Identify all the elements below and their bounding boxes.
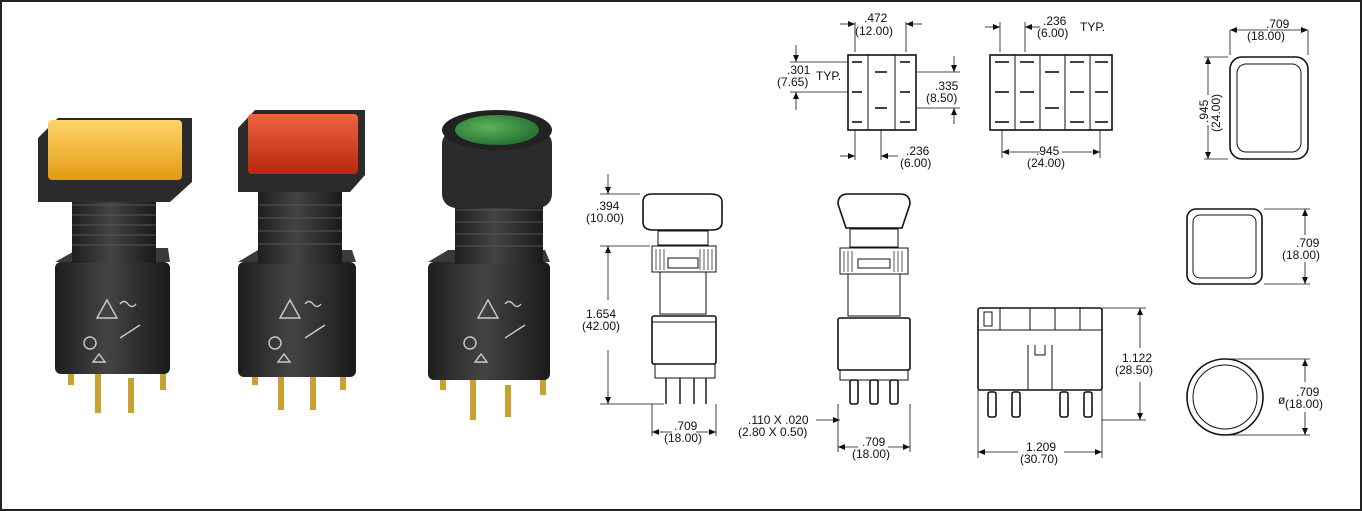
- dim-side-w-mm: (18.00): [852, 447, 890, 461]
- rect-cap-view: [1204, 27, 1309, 160]
- switch-photo-red: [238, 110, 365, 410]
- front-elevation: [600, 174, 723, 436]
- dim-round-cap-mm: (18.00): [1285, 397, 1323, 411]
- dim-side-w-in: .709: [862, 435, 886, 449]
- dim-typ-gap-in: .236: [1043, 14, 1067, 28]
- dim-cap-h-mm: (24.00): [1209, 94, 1223, 132]
- switch-photo-green: [428, 110, 552, 420]
- pcb-layout-extended: [985, 22, 1113, 158]
- dim-front-w-in: .709: [674, 419, 698, 433]
- dim-sq-cap-in: .709: [1296, 236, 1320, 250]
- switch-photo-amber: [38, 118, 192, 413]
- dim-pitch-in: .301: [787, 63, 811, 77]
- dim-top-width-in: .472: [864, 11, 888, 25]
- dim-pitch-suffix: TYP.: [816, 69, 841, 83]
- dim-terminal-mm: (2.80 X 0.50): [738, 425, 807, 439]
- dim-terminal-in: .110 X .020: [748, 413, 809, 427]
- dim-height-mm: (42.00): [582, 319, 620, 333]
- dim-pin-gap-in: .236: [906, 144, 930, 158]
- dim-height-in: 1.654: [586, 307, 616, 321]
- dim-round-cap-in: .709: [1296, 385, 1320, 399]
- dim-pin-row-in: .335: [935, 79, 959, 93]
- dim-cap-top-mm: (10.00): [586, 211, 624, 225]
- square-cap-view: [1186, 208, 1310, 285]
- dim-sq-cap-mm: (18.00): [1282, 248, 1320, 262]
- dim-cap-top-in: .394: [596, 199, 620, 213]
- dim-pin-row-mm: (8.50): [926, 91, 957, 105]
- side-elevation: [816, 193, 911, 452]
- dim-top-width-mm: (12.00): [855, 24, 893, 38]
- dim-typ-gap-mm: (6.00): [1037, 26, 1068, 40]
- dim-cap-w-mm: (18.00): [1247, 29, 1285, 43]
- dim-pin-gap-mm: (6.00): [900, 156, 931, 170]
- dimension-labels: .472 (12.00) .301 (7.65) TYP. .335 (8.50…: [582, 11, 1323, 466]
- base-elevation: [977, 307, 1146, 458]
- dim-body-len-in: .945: [1036, 144, 1060, 158]
- dim-round-symbol: ø: [1278, 393, 1286, 407]
- dim-base-w-in: 1.209: [1026, 440, 1056, 454]
- dim-front-w-mm: (18.00): [664, 431, 702, 445]
- dim-body-len-mm: (24.00): [1027, 156, 1065, 170]
- dim-pitch-mm: (7.65): [777, 75, 808, 89]
- dim-base-w-mm: (30.70): [1020, 452, 1058, 466]
- dim-base-h-mm: (28.50): [1115, 363, 1153, 377]
- dim-cap-h-in: .945: [1197, 99, 1211, 123]
- dim-typ-gap-suffix: TYP.: [1080, 20, 1105, 34]
- dim-cap-w-in: .709: [1266, 17, 1290, 31]
- round-cap-view: [1186, 358, 1310, 436]
- dim-base-h-in: 1.122: [1122, 351, 1152, 365]
- pcb-layout-front: [790, 21, 960, 160]
